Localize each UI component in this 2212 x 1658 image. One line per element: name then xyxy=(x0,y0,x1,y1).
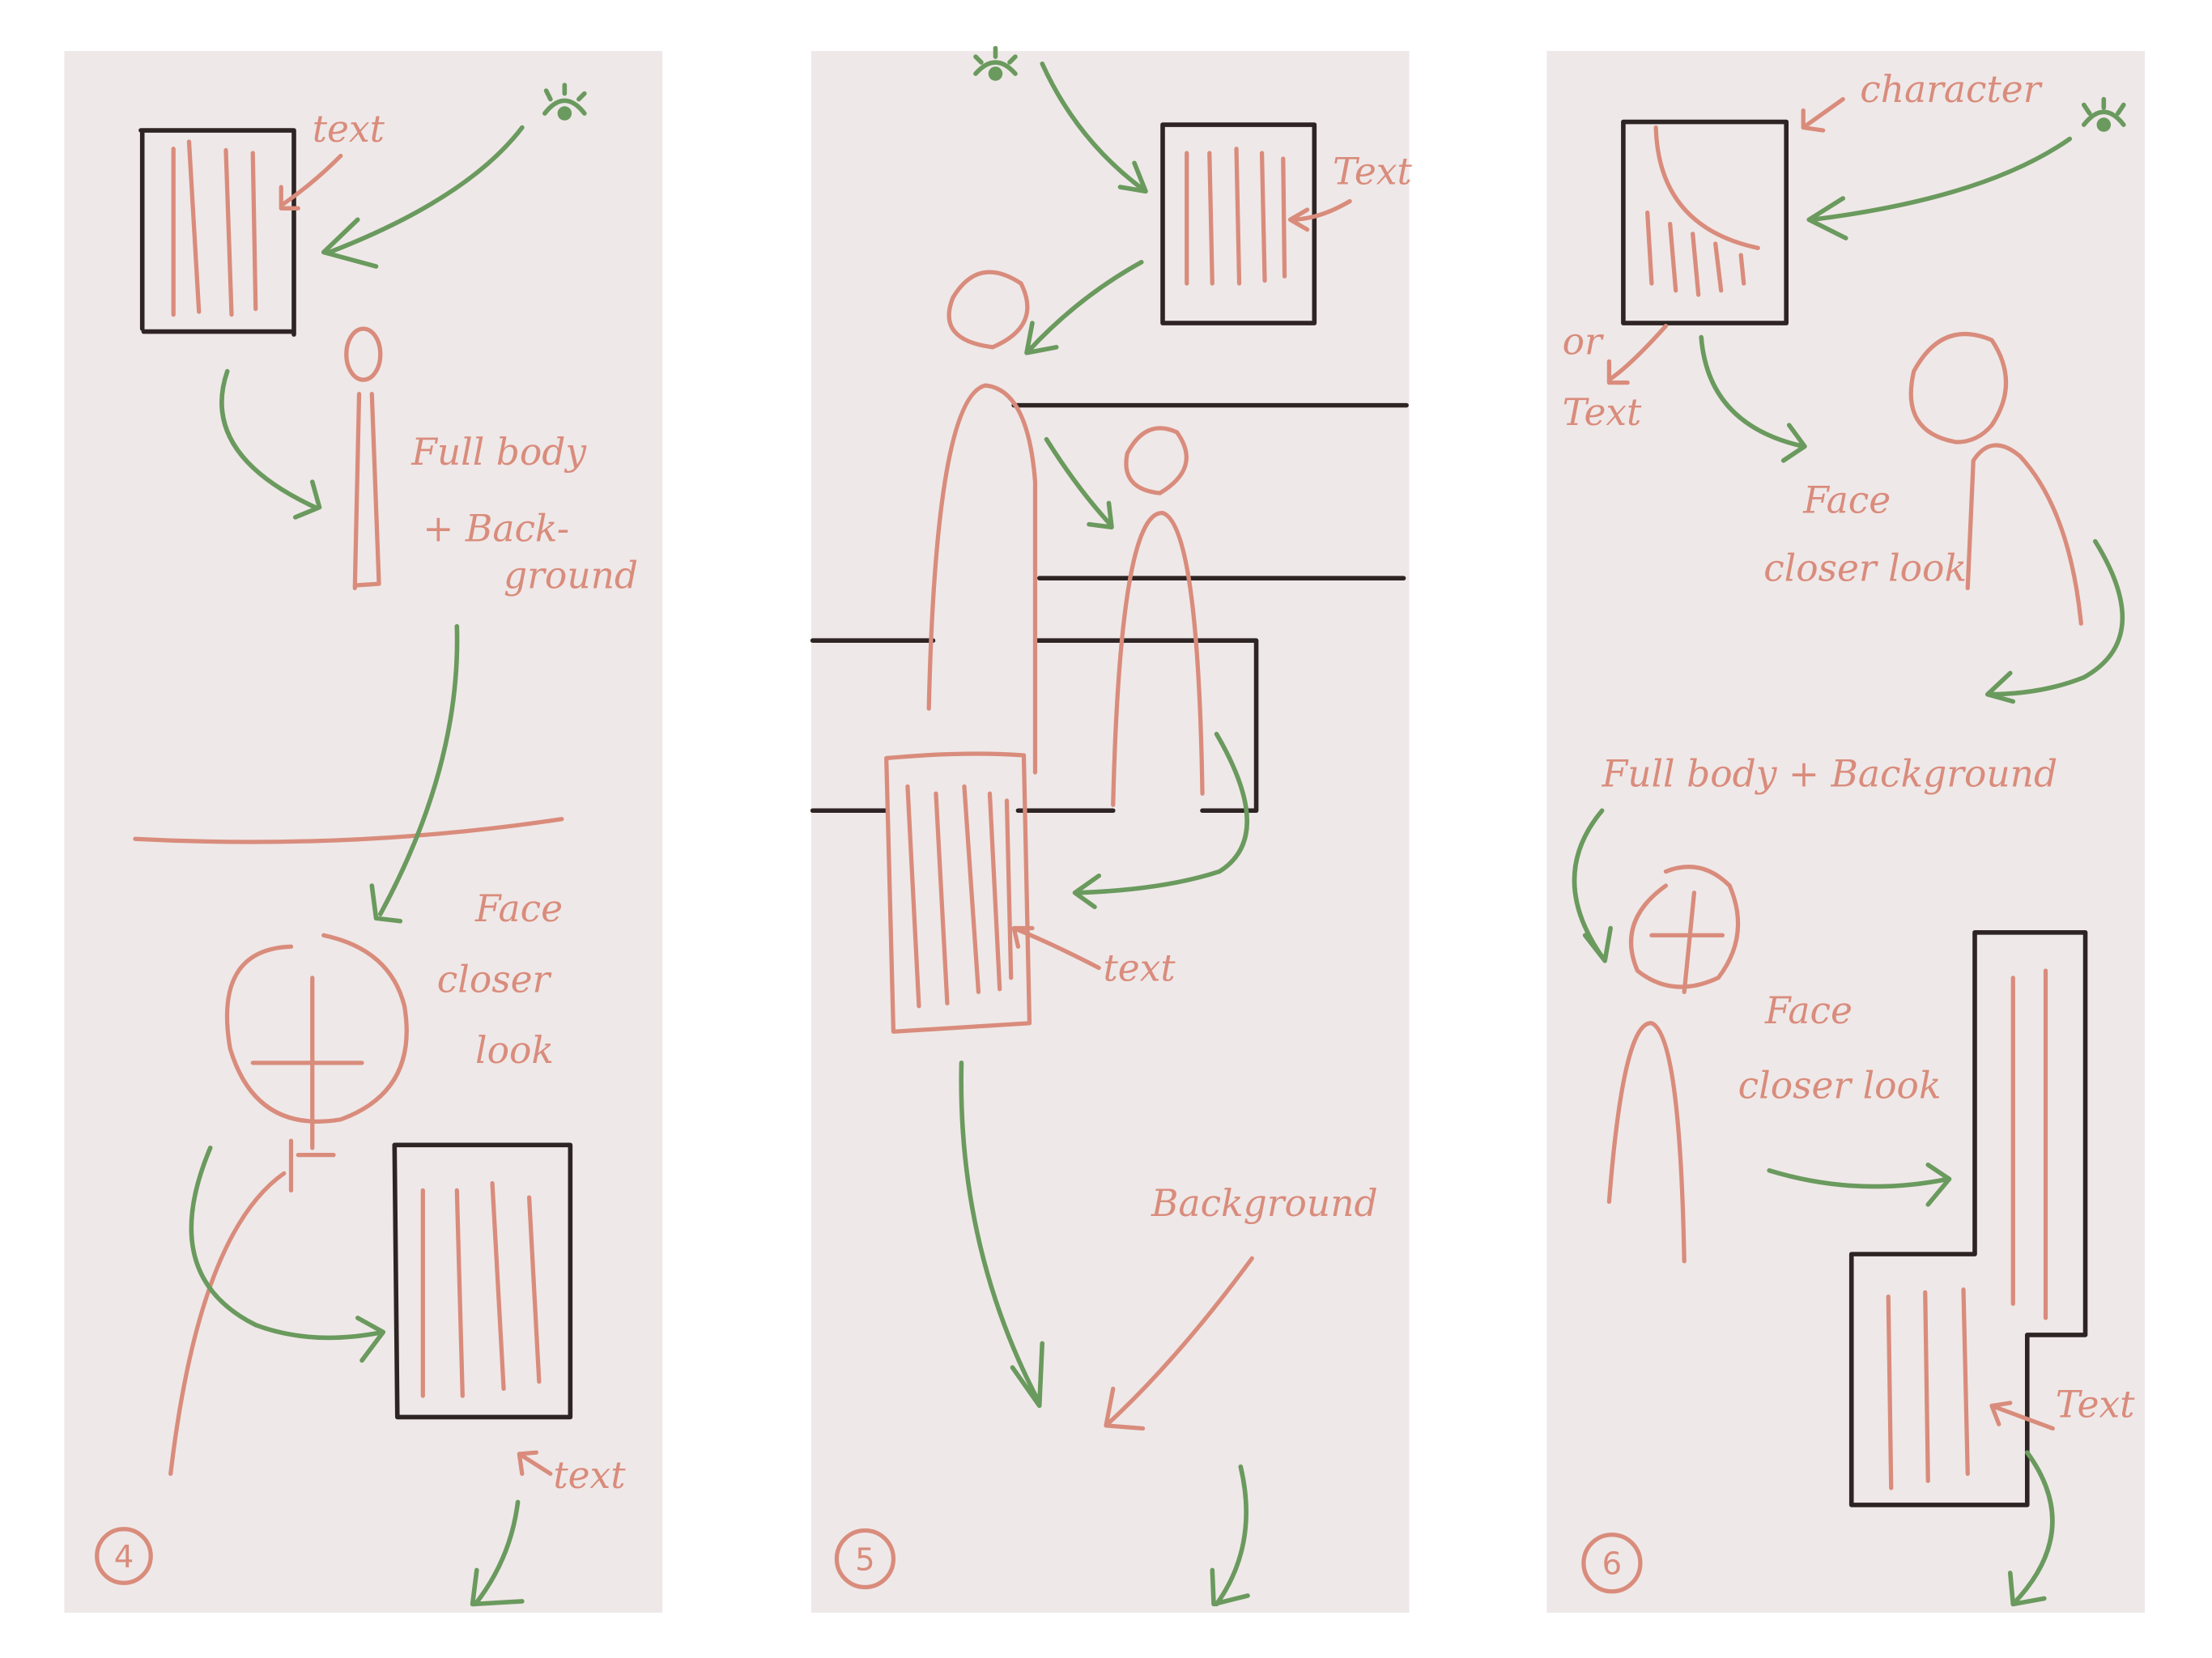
panel-6-background xyxy=(1546,51,2146,1613)
text-block-stepped xyxy=(1848,929,2088,1507)
text-block-top xyxy=(138,128,296,337)
pointer-arrow xyxy=(1989,1401,2055,1431)
label-face-3: look xyxy=(475,1029,554,1072)
label-text-mid: text xyxy=(1103,946,1176,989)
flow-arrow xyxy=(219,368,322,520)
text-block-mid xyxy=(884,751,1032,1034)
panel-4-background xyxy=(64,51,663,1613)
label-full-body: Full body + Background xyxy=(1602,752,2057,795)
pointer-arrow xyxy=(1606,323,1669,385)
panel-number-circle xyxy=(95,1527,153,1585)
panel-5: Text text Background 5 xyxy=(810,45,1412,1613)
flow-arrow xyxy=(1044,436,1114,529)
flow-arrow xyxy=(1984,538,2125,704)
label-face2-1: Face xyxy=(1764,989,1853,1032)
label-full-body-2: + Back- xyxy=(423,508,569,551)
gaze-arrow xyxy=(321,125,525,269)
label-face-1: Face xyxy=(1802,479,1891,522)
label-text-top: Text xyxy=(1333,151,1412,193)
character-medium xyxy=(1908,332,2083,626)
label-text-or: Text xyxy=(1563,391,1642,434)
flow-arrow xyxy=(189,1146,386,1363)
label-face-2: closer look xyxy=(1763,547,1967,590)
panel-5-background xyxy=(810,51,1410,1613)
horizon-line xyxy=(133,817,564,844)
flow-arrow xyxy=(1767,1163,1952,1207)
face-closeup xyxy=(168,933,409,1477)
eye-icon xyxy=(973,45,1018,81)
label-full-body-1: Full body xyxy=(410,431,587,474)
label-character: character xyxy=(1860,68,2042,111)
pointer-arrow xyxy=(1801,96,1845,133)
pointer-arrow xyxy=(279,153,343,210)
text-block-top xyxy=(1160,122,1317,325)
character-small xyxy=(1111,426,1205,807)
pointer-arrow xyxy=(1104,1256,1254,1431)
text-block-top xyxy=(1621,119,1789,325)
label-text-bottom: Text xyxy=(2056,1383,2135,1426)
eye-icon xyxy=(2081,96,2126,132)
label-background: Background xyxy=(1151,1182,1378,1225)
eye-icon xyxy=(542,83,587,121)
label-text-bottom: text xyxy=(553,1454,626,1497)
exit-arrow xyxy=(1210,1464,1250,1607)
label-face-2: closer xyxy=(437,958,552,1001)
pointer-arrow xyxy=(517,1450,553,1477)
panel-number-circle xyxy=(1581,1533,1643,1594)
panel-4: text Full body + Back- ground Face close… xyxy=(64,51,663,1613)
label-full-body-3: ground xyxy=(504,554,638,597)
pointer-arrow xyxy=(1011,925,1101,971)
flow-arrow xyxy=(1024,260,1144,355)
exit-arrow xyxy=(2007,1450,2055,1607)
label-or: or xyxy=(1563,321,1604,363)
flow-arrow xyxy=(959,1061,1045,1409)
panel-number: 6 xyxy=(1602,1546,1623,1583)
flow-arrow xyxy=(1699,334,1807,463)
panel-number: 4 xyxy=(114,1539,134,1575)
face-closeup xyxy=(1606,865,1741,1264)
label-face2-2: closer look xyxy=(1738,1065,1942,1107)
stick-figure xyxy=(344,326,383,591)
text-block-bottom xyxy=(392,1142,573,1420)
panel-number: 5 xyxy=(855,1541,875,1578)
label-face-1: Face xyxy=(474,887,563,930)
background-lines xyxy=(810,402,1409,814)
flow-arrow xyxy=(1572,808,1613,963)
character-large xyxy=(926,270,1038,775)
flow-arrow xyxy=(1072,731,1249,910)
pointer-arrow xyxy=(1287,198,1352,232)
label-text-top: text xyxy=(313,108,385,151)
gaze-arrow xyxy=(1806,136,2073,240)
panel-6: character or Text Face closer look Full … xyxy=(1546,51,2146,1613)
gaze-arrow xyxy=(1040,61,1148,194)
flow-arrow xyxy=(369,623,460,924)
exit-arrow xyxy=(470,1499,525,1607)
panel-number-circle xyxy=(834,1528,896,1590)
